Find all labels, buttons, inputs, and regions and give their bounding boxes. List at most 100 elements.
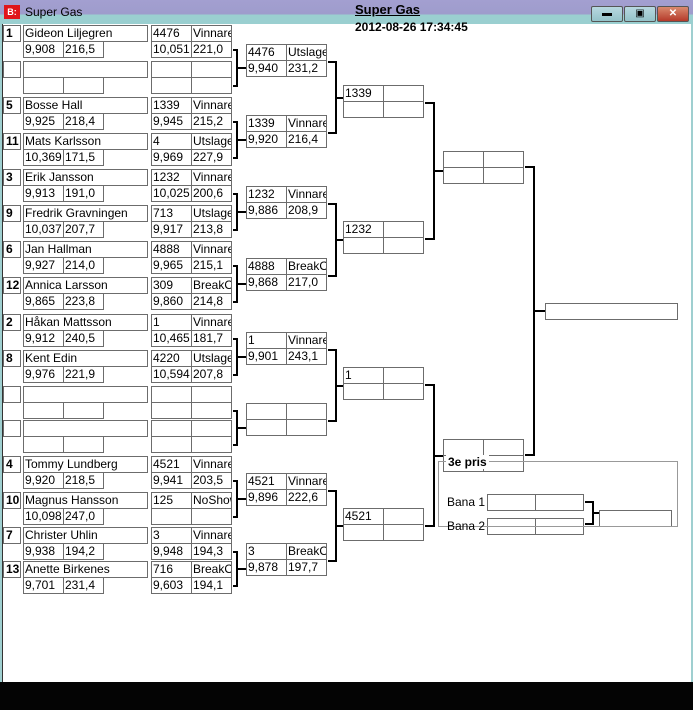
minimize-button[interactable]: ▬ xyxy=(591,6,623,22)
speed-value[interactable]: 214,0 xyxy=(63,257,104,274)
reaction-time[interactable]: 9,913 xyxy=(23,185,64,202)
speed-value[interactable]: 247,0 xyxy=(63,508,104,525)
heat-speed[interactable] xyxy=(383,237,424,254)
driver-name[interactable]: Christer Uhlin xyxy=(23,527,148,544)
seed-number[interactable]: 11 xyxy=(3,133,21,150)
elapsed-time[interactable]: 9,868 xyxy=(246,274,287,291)
car-number[interactable] xyxy=(151,386,192,403)
speed-value[interactable]: 223,8 xyxy=(63,293,104,310)
heat-speed[interactable]: 217,0 xyxy=(286,274,327,291)
heat-speed[interactable]: 197,7 xyxy=(286,559,327,576)
driver-name[interactable]: Fredrik Gravningen xyxy=(23,205,148,222)
elapsed-time[interactable]: 10,594 xyxy=(151,366,192,383)
elapsed-time[interactable] xyxy=(151,436,192,453)
reaction-time[interactable]: 9,912 xyxy=(23,330,64,347)
car-number[interactable] xyxy=(151,420,192,437)
heat-speed[interactable]: 194,3 xyxy=(191,543,232,560)
heat-result[interactable]: Utslagen xyxy=(191,350,232,367)
seed-number[interactable]: 1 xyxy=(3,25,21,42)
heat-speed[interactable]: 216,4 xyxy=(286,131,327,148)
reaction-time[interactable] xyxy=(23,77,64,94)
heat-result[interactable]: Utslagen xyxy=(191,205,232,222)
reaction-time[interactable]: 10,369 xyxy=(23,149,64,166)
speed-value[interactable] xyxy=(63,402,104,419)
car-number[interactable]: 125 xyxy=(151,492,192,509)
heat-result[interactable]: Utslagen xyxy=(286,44,327,61)
heat-speed[interactable]: 208,9 xyxy=(286,202,327,219)
heat-result[interactable]: BreakOut xyxy=(286,543,327,560)
heat-speed[interactable]: 231,2 xyxy=(286,60,327,77)
heat-speed[interactable]: 200,6 xyxy=(191,185,232,202)
elapsed-time[interactable]: 9,920 xyxy=(246,131,287,148)
car-number[interactable]: 4220 xyxy=(151,350,192,367)
heat-speed[interactable] xyxy=(383,524,424,541)
car-number[interactable]: 3 xyxy=(246,543,287,560)
heat-speed[interactable]: 222,6 xyxy=(286,489,327,506)
speed-value[interactable]: 191,0 xyxy=(63,185,104,202)
heat-speed[interactable]: 214,8 xyxy=(191,293,232,310)
elapsed-time[interactable]: 9,896 xyxy=(246,489,287,506)
car-number[interactable]: 4 xyxy=(151,133,192,150)
heat-result[interactable]: Vinnare xyxy=(191,314,232,331)
elapsed-time[interactable]: 9,940 xyxy=(246,60,287,77)
driver-name[interactable]: Håkan Mattsson xyxy=(23,314,148,331)
heat-result[interactable]: Vinnare xyxy=(286,473,327,490)
reaction-time[interactable]: 9,865 xyxy=(23,293,64,310)
heat-result[interactable] xyxy=(191,420,232,437)
heat-result[interactable]: NoShow xyxy=(191,492,232,509)
elapsed-time[interactable] xyxy=(151,77,192,94)
car-number[interactable]: 4521 xyxy=(151,456,192,473)
heat-speed[interactable]: 227,9 xyxy=(191,149,232,166)
car-number[interactable]: 309 xyxy=(151,277,192,294)
heat-result[interactable]: Vinnare xyxy=(191,527,232,544)
car-number[interactable]: 4888 xyxy=(246,258,287,275)
heat-speed[interactable] xyxy=(286,419,327,436)
driver-name[interactable]: Gideon Liljegren xyxy=(23,25,148,42)
seed-number[interactable]: 10 xyxy=(3,492,21,509)
heat-speed[interactable] xyxy=(191,436,232,453)
seed-number[interactable]: 12 xyxy=(3,277,21,294)
maximize-button[interactable]: ▣ xyxy=(624,6,656,22)
car-number[interactable]: 1232 xyxy=(151,169,192,186)
heat-speed[interactable]: 181,7 xyxy=(191,330,232,347)
driver-name[interactable]: Kent Edin xyxy=(23,350,148,367)
seed-number[interactable]: 5 xyxy=(3,97,21,114)
elapsed-time[interactable]: 10,025 xyxy=(151,185,192,202)
speed-value[interactable]: 207,7 xyxy=(63,221,104,238)
elapsed-time[interactable]: 9,941 xyxy=(151,472,192,489)
speed-value[interactable] xyxy=(63,77,104,94)
reaction-time[interactable]: 9,938 xyxy=(23,543,64,560)
car-number[interactable]: 4521 xyxy=(246,473,287,490)
heat-speed[interactable]: 243,1 xyxy=(286,348,327,365)
final-winner-field[interactable] xyxy=(545,303,678,320)
reaction-time[interactable]: 9,976 xyxy=(23,366,64,383)
heat-speed[interactable]: 207,8 xyxy=(191,366,232,383)
elapsed-time[interactable]: 9,878 xyxy=(246,559,287,576)
heat-result[interactable]: Vinnare xyxy=(191,97,232,114)
heat-speed[interactable]: 215,2 xyxy=(191,113,232,130)
car-number[interactable]: 1339 xyxy=(151,97,192,114)
elapsed-time[interactable]: 9,969 xyxy=(151,149,192,166)
heat-speed[interactable] xyxy=(191,508,232,525)
car-number[interactable]: 1232 xyxy=(343,221,384,238)
speed-value[interactable]: 218,5 xyxy=(63,472,104,489)
heat-result[interactable]: BreakOut xyxy=(191,277,232,294)
car-number[interactable]: 4476 xyxy=(151,25,192,42)
speed-value[interactable]: 216,5 xyxy=(63,41,104,58)
speed-value[interactable]: 240,5 xyxy=(63,330,104,347)
heat-speed[interactable] xyxy=(383,383,424,400)
heat-speed[interactable]: 203,5 xyxy=(191,472,232,489)
heat-speed[interactable] xyxy=(191,77,232,94)
seed-number[interactable]: 13 xyxy=(3,561,21,578)
heat-speed[interactable]: 213,8 xyxy=(191,221,232,238)
seed-number[interactable]: 3 xyxy=(3,169,21,186)
elapsed-time[interactable] xyxy=(343,237,384,254)
car-number[interactable] xyxy=(443,439,484,456)
reaction-time[interactable]: 10,037 xyxy=(23,221,64,238)
reaction-time[interactable] xyxy=(23,436,64,453)
speed-value[interactable]: 231,4 xyxy=(63,577,104,594)
driver-name[interactable]: Jan Hallman xyxy=(23,241,148,258)
heat-speed[interactable]: 215,1 xyxy=(191,257,232,274)
reaction-time[interactable]: 10,098 xyxy=(23,508,64,525)
elapsed-time[interactable] xyxy=(343,524,384,541)
